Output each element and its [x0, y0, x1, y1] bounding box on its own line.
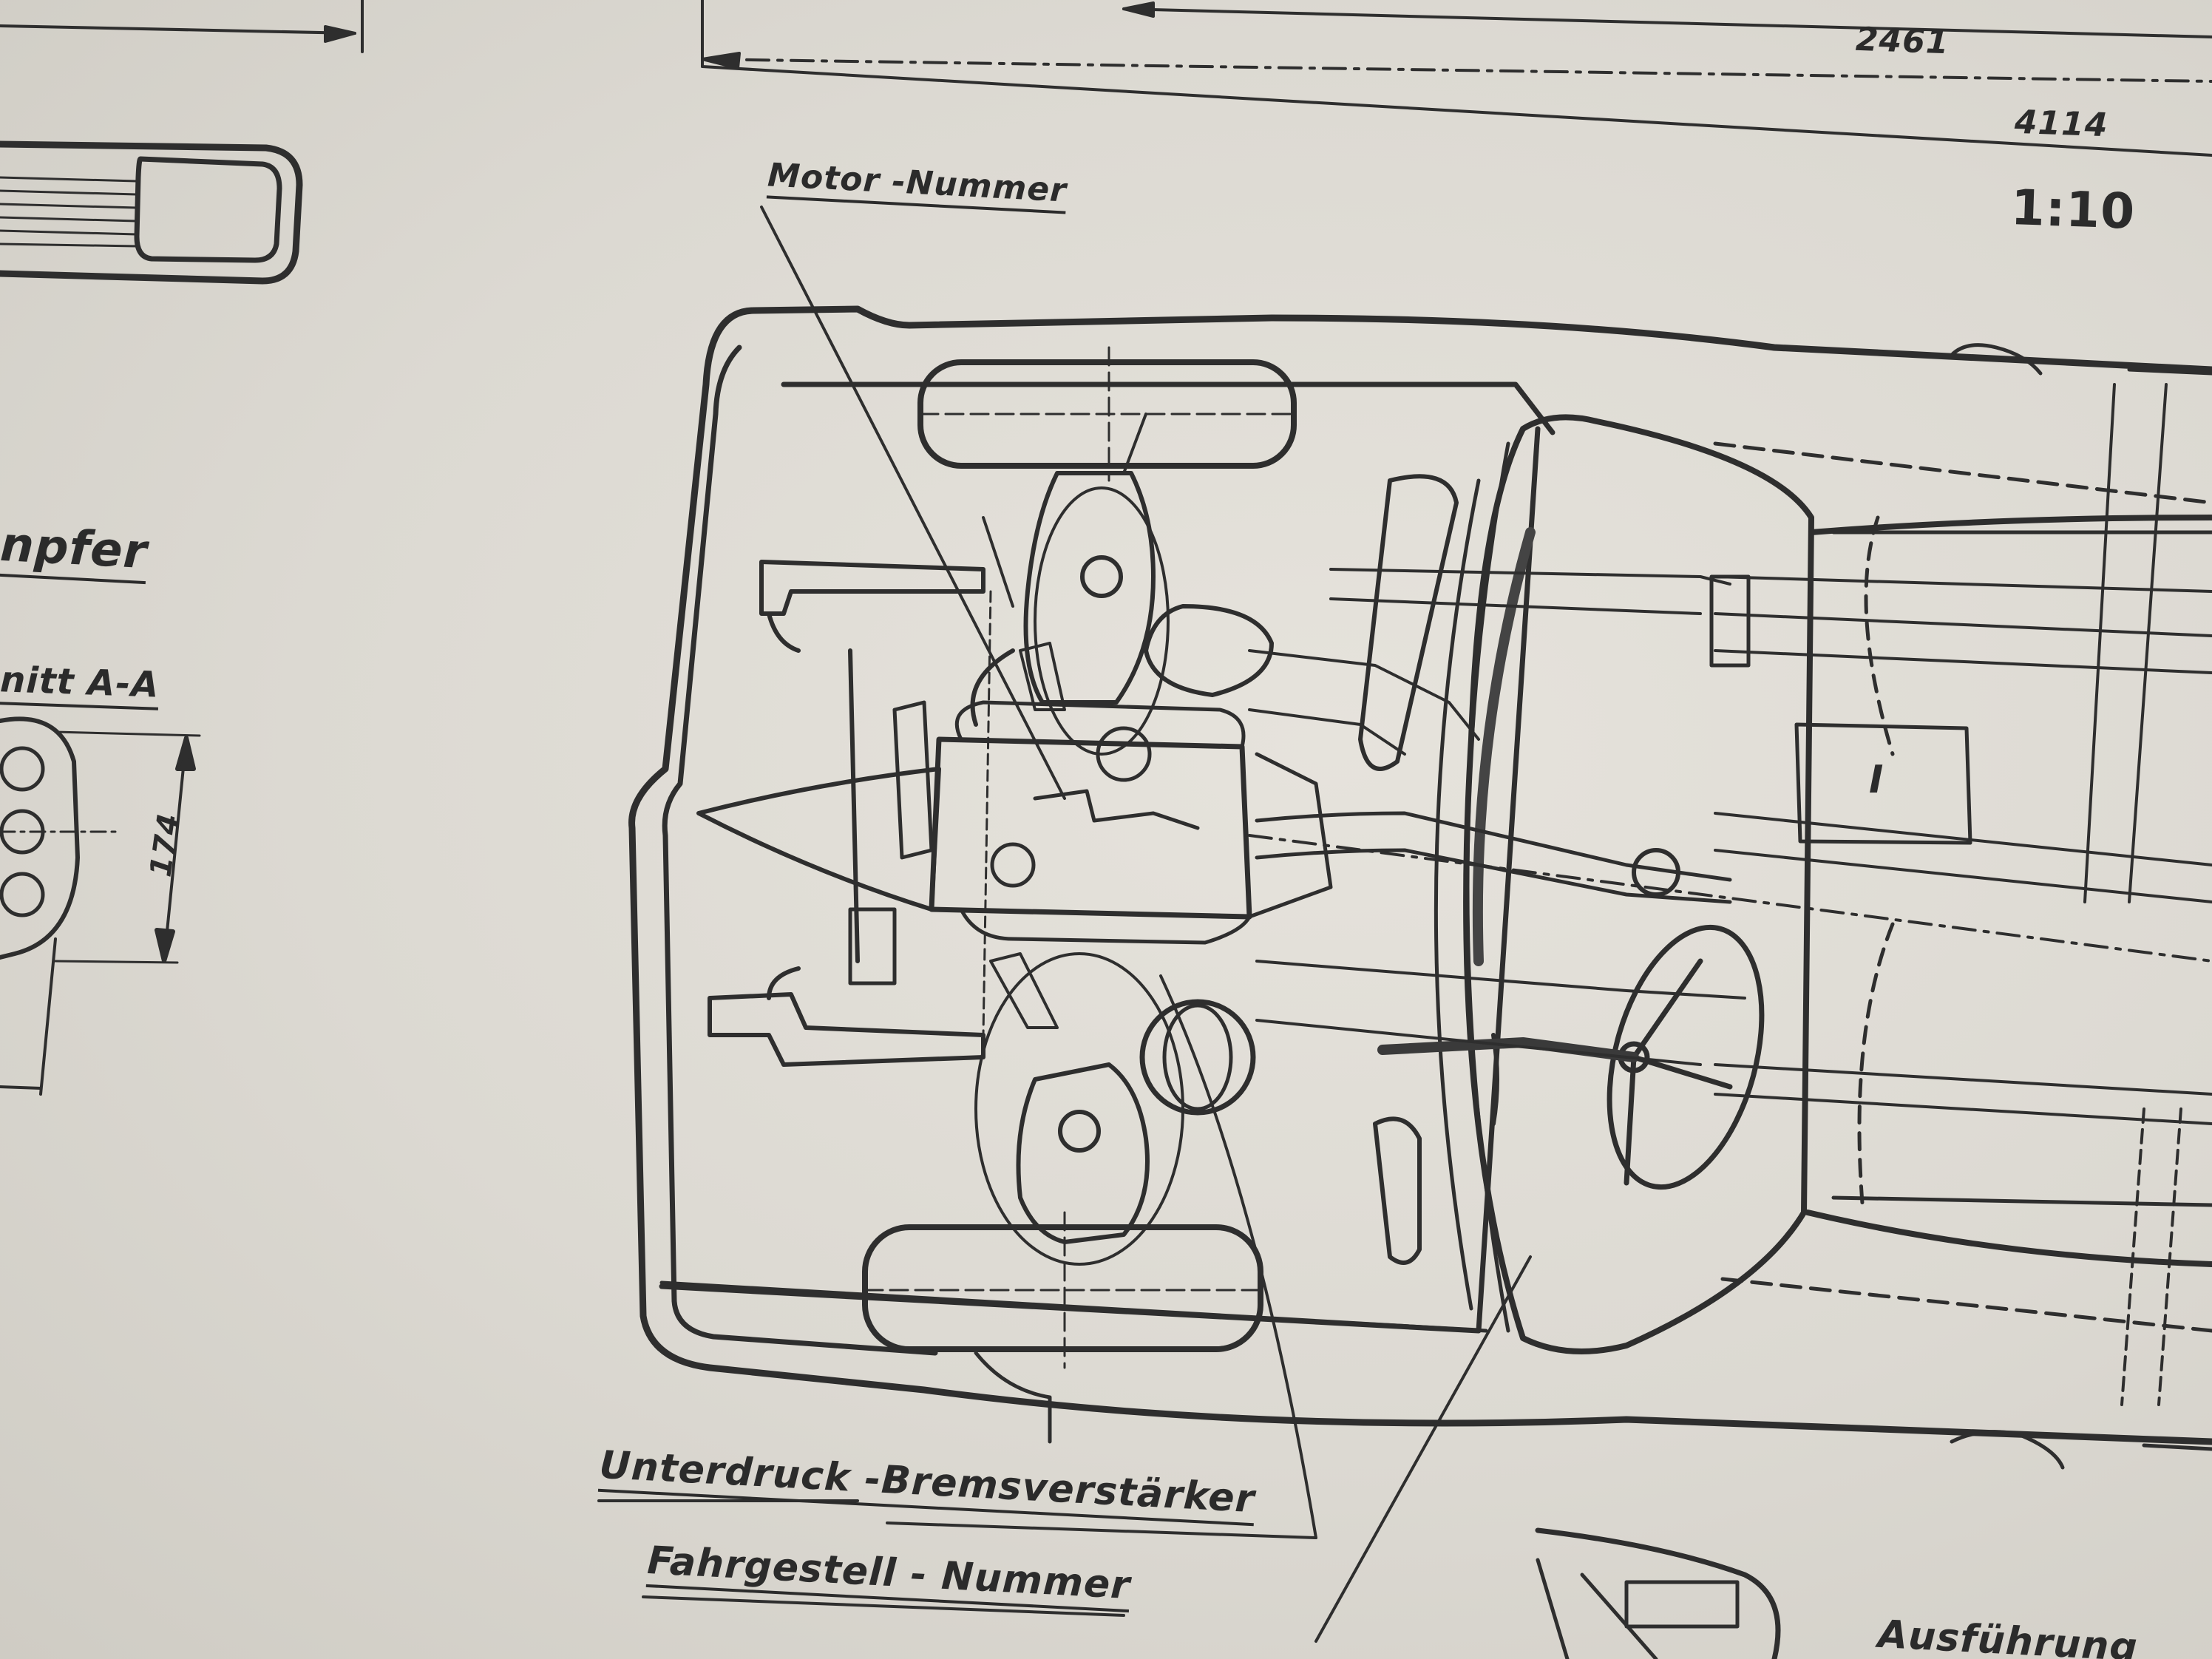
interior-details [1709, 343, 2212, 1470]
steering-wheel [1377, 924, 1765, 1190]
label-section-a-a: nitt A-A [0, 659, 160, 710]
suspension-bottom [974, 952, 1256, 1266]
suspension-top [970, 413, 1274, 756]
dimension-lines [0, 0, 2212, 157]
center-lines [696, 568, 2212, 1066]
dimension-wheelbase: 2461 [1855, 20, 1950, 62]
front-wheel-top [917, 346, 1297, 482]
front-cross-member [708, 560, 992, 1067]
bumper-detail [0, 140, 303, 285]
bottom-detail [1535, 1527, 1781, 1659]
scale-label: 1:10 [2009, 179, 2137, 240]
windshield-and-roof [1358, 414, 2212, 1354]
label-partial-title: npfer [0, 517, 149, 585]
dimension-overall-length: 4114 [2014, 103, 2109, 145]
seat-marker: I [1869, 758, 1884, 802]
engine-block [848, 700, 1333, 985]
section-a-a-detail [0, 716, 201, 1096]
car-body-outline [628, 305, 2212, 1445]
leader-lines [597, 206, 1532, 1643]
front-wheel-bottom [862, 1211, 1263, 1444]
